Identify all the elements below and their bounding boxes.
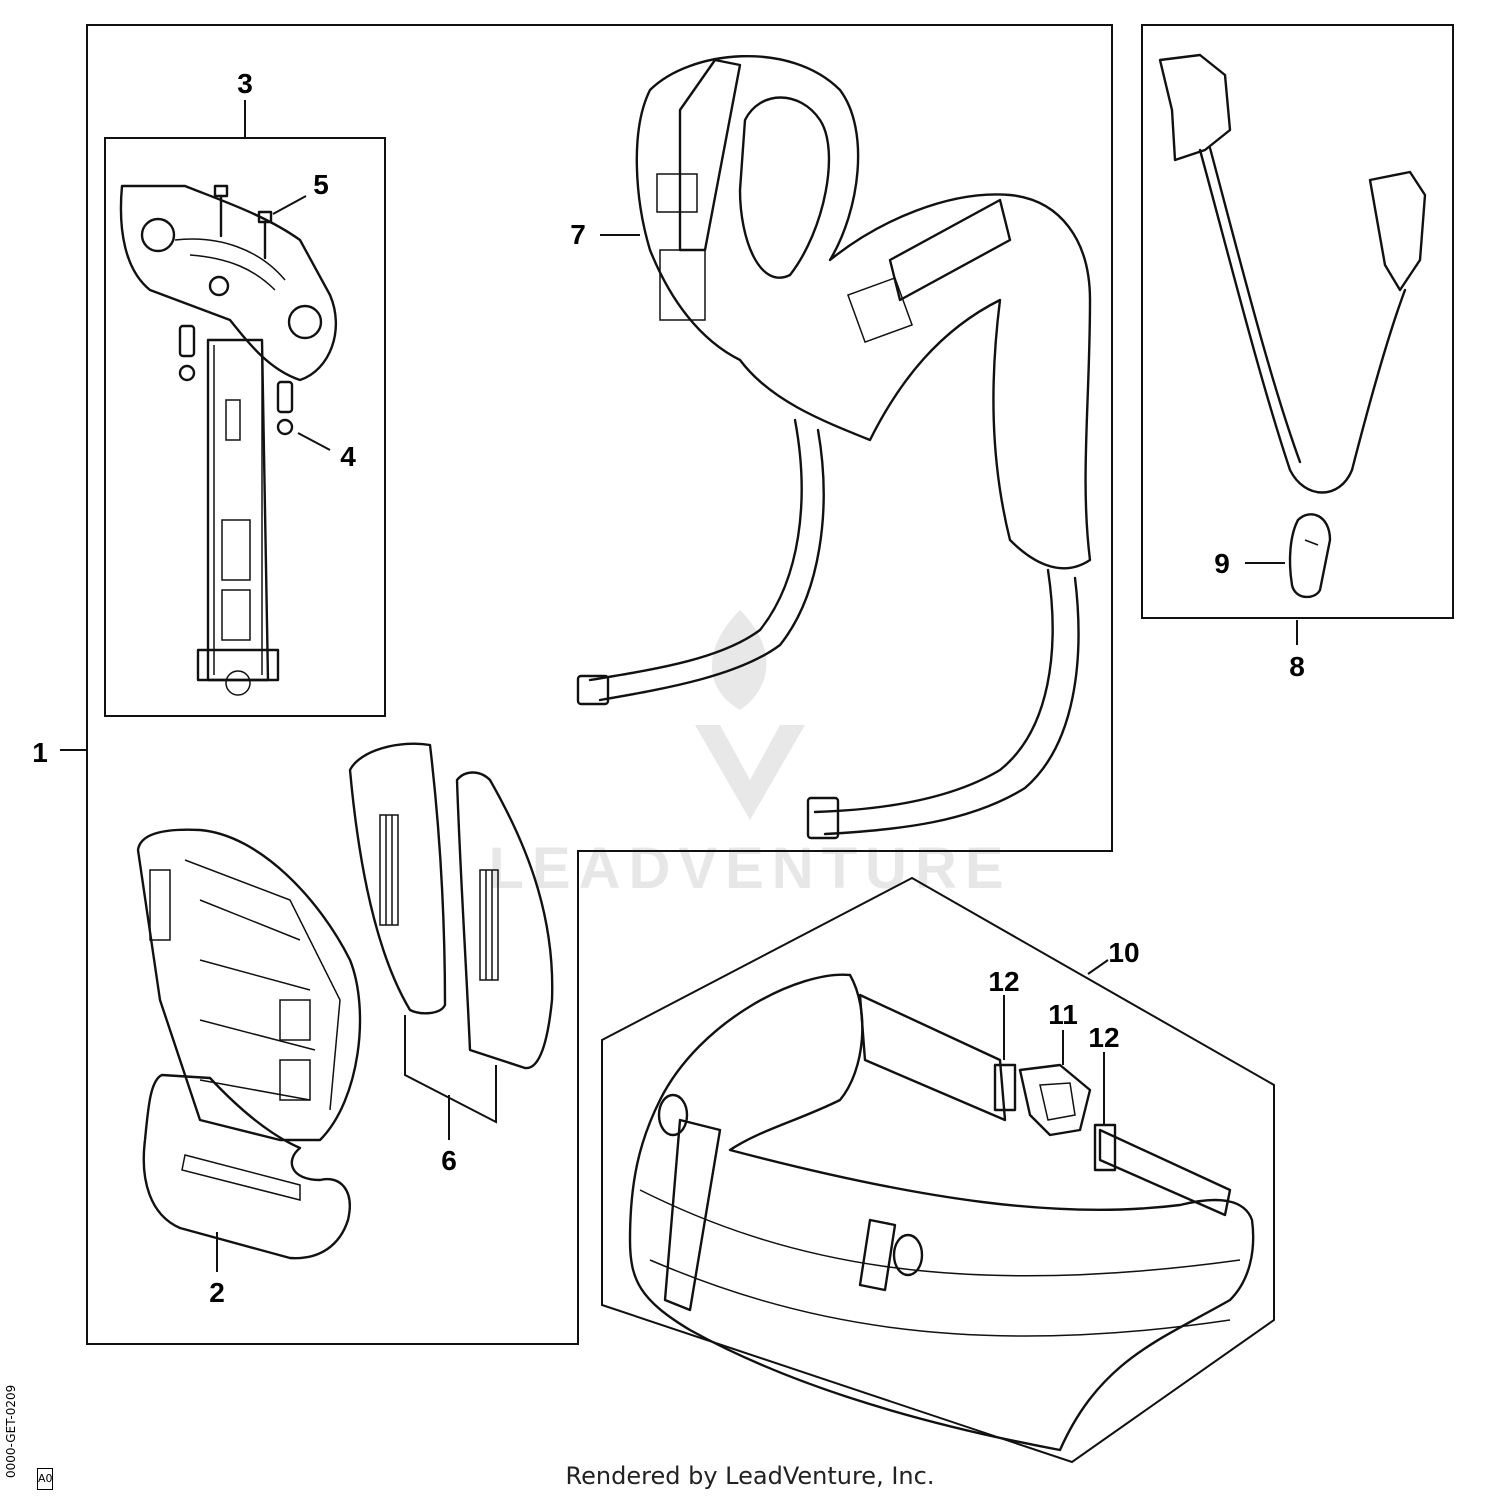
callout-12-right: 12 — [1088, 1022, 1119, 1053]
shoulder-pads — [348, 742, 554, 1124]
callout-7: 7 — [570, 219, 586, 250]
cap-screws — [213, 184, 273, 260]
base-plate — [142, 1073, 351, 1260]
callout-9: 9 — [1214, 548, 1230, 579]
callout-1: 1 — [32, 737, 48, 768]
callout-3: 3 — [237, 68, 253, 99]
strap-clips — [993, 1063, 1117, 1172]
carrier-plate — [119, 184, 338, 696]
callout-12-left: 12 — [988, 966, 1019, 997]
group-frame-strap — [1141, 24, 1454, 619]
watermark-text: LEADVENTURE — [488, 836, 1011, 901]
callout-5: 5 — [313, 169, 329, 200]
buckle — [1018, 1063, 1092, 1137]
snap-hook — [1288, 513, 1332, 599]
callout-4: 4 — [340, 441, 356, 472]
spacers-nuts — [178, 324, 294, 436]
callout-10: 10 — [1108, 937, 1139, 968]
hip-belt — [628, 973, 1255, 1452]
carrying-strap — [1158, 53, 1427, 494]
back-plate — [136, 828, 362, 1142]
watermark-logo: LEADVENTURE — [488, 610, 1011, 901]
callout-6: 6 — [441, 1145, 457, 1176]
group-frame-belt — [601, 876, 1275, 1464]
harness — [576, 55, 1092, 840]
drawing-revision: A0 — [37, 1468, 53, 1490]
callout-leaders — [60, 100, 1298, 1272]
callout-2: 2 — [209, 1277, 225, 1308]
callout-11: 11 — [1048, 999, 1078, 1030]
callout-8: 8 — [1289, 651, 1305, 682]
footer-credit: Rendered by LeadVenture, Inc. — [565, 1462, 935, 1490]
group-frame-main — [86, 24, 1113, 1345]
